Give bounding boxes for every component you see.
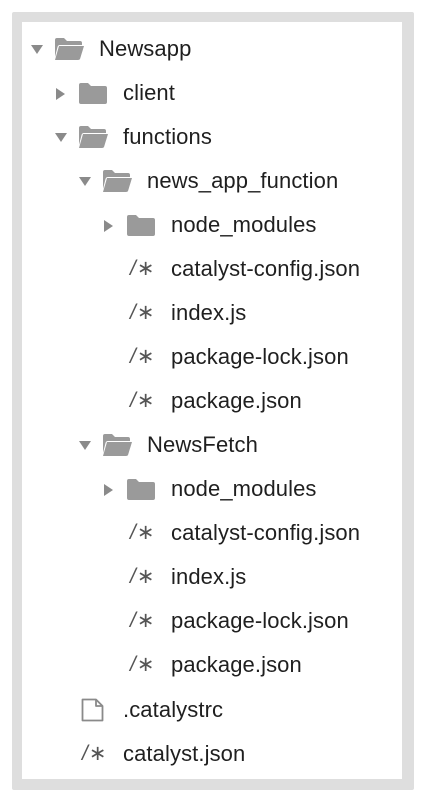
tree-row-catalyst-config-json[interactable]: /∗ catalyst-config.json [0, 254, 426, 284]
tree-label-catalyst-json: catalyst.json [123, 741, 246, 766]
tree-row-package-lock-json[interactable]: /∗ package-lock.json [0, 606, 426, 636]
tree-label-package-lock-json: package-lock.json [171, 344, 349, 369]
js-file-icon: /∗ [130, 301, 156, 324]
tree-label-package-json: package.json [171, 652, 302, 677]
tree-row-index-js[interactable]: /∗ index.js [0, 298, 426, 328]
tree-row-package-json[interactable]: /∗ package.json [0, 386, 426, 416]
tree-label-functions: functions [123, 124, 212, 149]
folder-icon [79, 83, 107, 104]
tree-label-client: client [123, 80, 175, 105]
folder-icon [127, 479, 155, 500]
tree-label-news-app-function: news_app_function [147, 168, 339, 193]
chevron-down-icon[interactable] [54, 131, 68, 145]
tree-row-newsapp[interactable]: Newsapp [0, 34, 426, 64]
tree-row-newsfetch[interactable]: NewsFetch [0, 430, 426, 460]
folder-open-icon [79, 126, 108, 148]
tree-label-index-js: index.js [171, 300, 247, 325]
json-file-icon: /∗ [130, 257, 156, 280]
chevron-right-icon[interactable] [102, 219, 116, 233]
file-icon [81, 698, 104, 722]
chevron-down-icon[interactable] [78, 175, 92, 189]
tree-row-node-modules[interactable]: node_modules [0, 210, 426, 240]
json-file-icon: /∗ [130, 345, 156, 368]
folder-open-icon [55, 38, 84, 60]
tree-label-catalyst-config-json: catalyst-config.json [171, 520, 361, 545]
tree-label-catalyst-config-json: catalyst-config.json [171, 256, 361, 281]
tree-row-package-json[interactable]: /∗ package.json [0, 650, 426, 680]
tree-row-node-modules[interactable]: node_modules [0, 474, 426, 504]
tree-row-client[interactable]: client [0, 78, 426, 108]
json-file-icon: /∗ [130, 653, 156, 676]
tree-row-catalystrc[interactable]: .catalystrc [0, 695, 426, 725]
folder-open-icon [103, 170, 132, 192]
json-file-icon: /∗ [130, 389, 156, 412]
tree-label-package-lock-json: package-lock.json [171, 608, 349, 633]
folder-icon [127, 215, 155, 236]
tree-row-catalyst-config-json[interactable]: /∗ catalyst-config.json [0, 518, 426, 548]
tree-label-node-modules: node_modules [171, 476, 317, 501]
folder-open-icon [103, 434, 132, 456]
json-file-icon: /∗ [130, 521, 156, 544]
tree-row-catalyst-json[interactable]: /∗ catalyst.json [0, 739, 426, 769]
tree-label-index-js: index.js [171, 564, 247, 589]
json-file-icon: /∗ [82, 742, 108, 765]
tree-label-node-modules: node_modules [171, 212, 317, 237]
tree-row-functions[interactable]: functions [0, 122, 426, 152]
tree-label-newsapp: Newsapp [99, 36, 192, 61]
chevron-down-icon[interactable] [78, 439, 92, 453]
chevron-right-icon[interactable] [102, 483, 116, 497]
tree-row-news-app-function[interactable]: news_app_function [0, 166, 426, 196]
tree-row-index-js[interactable]: /∗ index.js [0, 562, 426, 592]
tree-label-package-json: package.json [171, 388, 302, 413]
json-file-icon: /∗ [130, 609, 156, 632]
chevron-down-icon[interactable] [30, 43, 44, 57]
js-file-icon: /∗ [130, 565, 156, 588]
tree-label-catalystrc: .catalystrc [123, 697, 224, 722]
chevron-right-icon[interactable] [54, 87, 68, 101]
explorer-panel [22, 22, 402, 779]
tree-label-newsfetch: NewsFetch [147, 432, 258, 457]
tree-row-package-lock-json[interactable]: /∗ package-lock.json [0, 342, 426, 372]
